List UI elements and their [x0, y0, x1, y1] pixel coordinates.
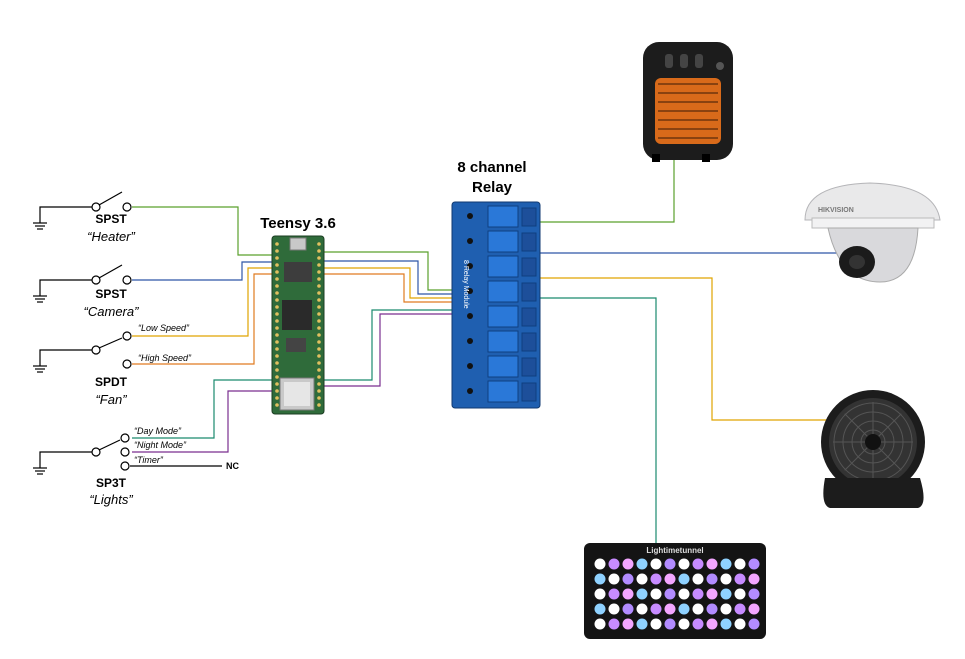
wire-fan-low — [132, 267, 280, 337]
wire-lights-night — [132, 390, 280, 453]
wire-heater-switch — [132, 206, 280, 256]
led-panel-icon: Lightimetunnel — [584, 543, 766, 639]
heater-switch-label: “Heater” — [87, 229, 135, 244]
relay-title-line2: Relay — [472, 179, 513, 196]
wire-teensy-relay-heater — [322, 251, 452, 291]
switches — [33, 191, 132, 475]
dome-camera-icon: HIKVISION — [804, 182, 941, 283]
fan-icon — [821, 390, 925, 508]
wire-lights-day — [132, 379, 280, 439]
wire-fan-high — [132, 273, 280, 365]
wire-teensy-relay-fanhigh — [322, 273, 452, 303]
switch-heater — [33, 191, 132, 230]
lights-timer-label: “Timer” — [134, 455, 164, 465]
lights-day-mode-label: “Day Mode” — [134, 426, 182, 436]
lights-nc-label: NC — [226, 461, 239, 471]
teensy-title: Teensy 3.6 — [260, 215, 336, 232]
camera-brand: HIKVISION — [818, 207, 854, 214]
switch-fan — [33, 331, 132, 373]
wire-camera-switch — [132, 261, 280, 281]
lights-night-mode-label: “Night Mode” — [134, 440, 187, 450]
camera-switch-label: “Camera” — [84, 304, 140, 319]
wire-teensy-relay-night — [322, 313, 452, 387]
wire-teensy-relay-camera — [322, 260, 452, 295]
switch-labels: SPST “Heater” SPST “Camera” “Low Speed” … — [84, 212, 240, 507]
light-panel-brand: Lightimetunnel — [646, 546, 703, 555]
teensy-board — [271, 235, 325, 415]
heater-icon — [643, 42, 733, 162]
fan-switch-type: SPDT — [95, 375, 128, 389]
wires — [130, 160, 840, 545]
switch-camera — [33, 264, 132, 303]
wire-teensy-relay-fanlow — [322, 267, 452, 299]
lights-switch-type: SP3T — [96, 476, 127, 490]
relay-board-text: 8 Relay Module — [462, 260, 469, 309]
fan-switch-label: “Fan” — [95, 392, 127, 407]
wire-relay-fan — [540, 277, 830, 421]
wire-relay-heater — [540, 160, 675, 223]
relay-board: 8 Relay Module — [451, 201, 541, 409]
heater-switch-type: SPST — [95, 212, 127, 226]
relay-title-line1: 8 channel — [457, 159, 526, 176]
wire-relay-lights — [540, 297, 657, 545]
fan-low-speed-label: “Low Speed” — [138, 323, 190, 333]
fan-high-speed-label: “High Speed” — [138, 353, 192, 363]
switch-lights — [33, 433, 130, 475]
camera-switch-type: SPST — [95, 287, 127, 301]
wire-teensy-relay-day — [322, 309, 452, 381]
lights-switch-label: “Lights” — [89, 492, 133, 507]
